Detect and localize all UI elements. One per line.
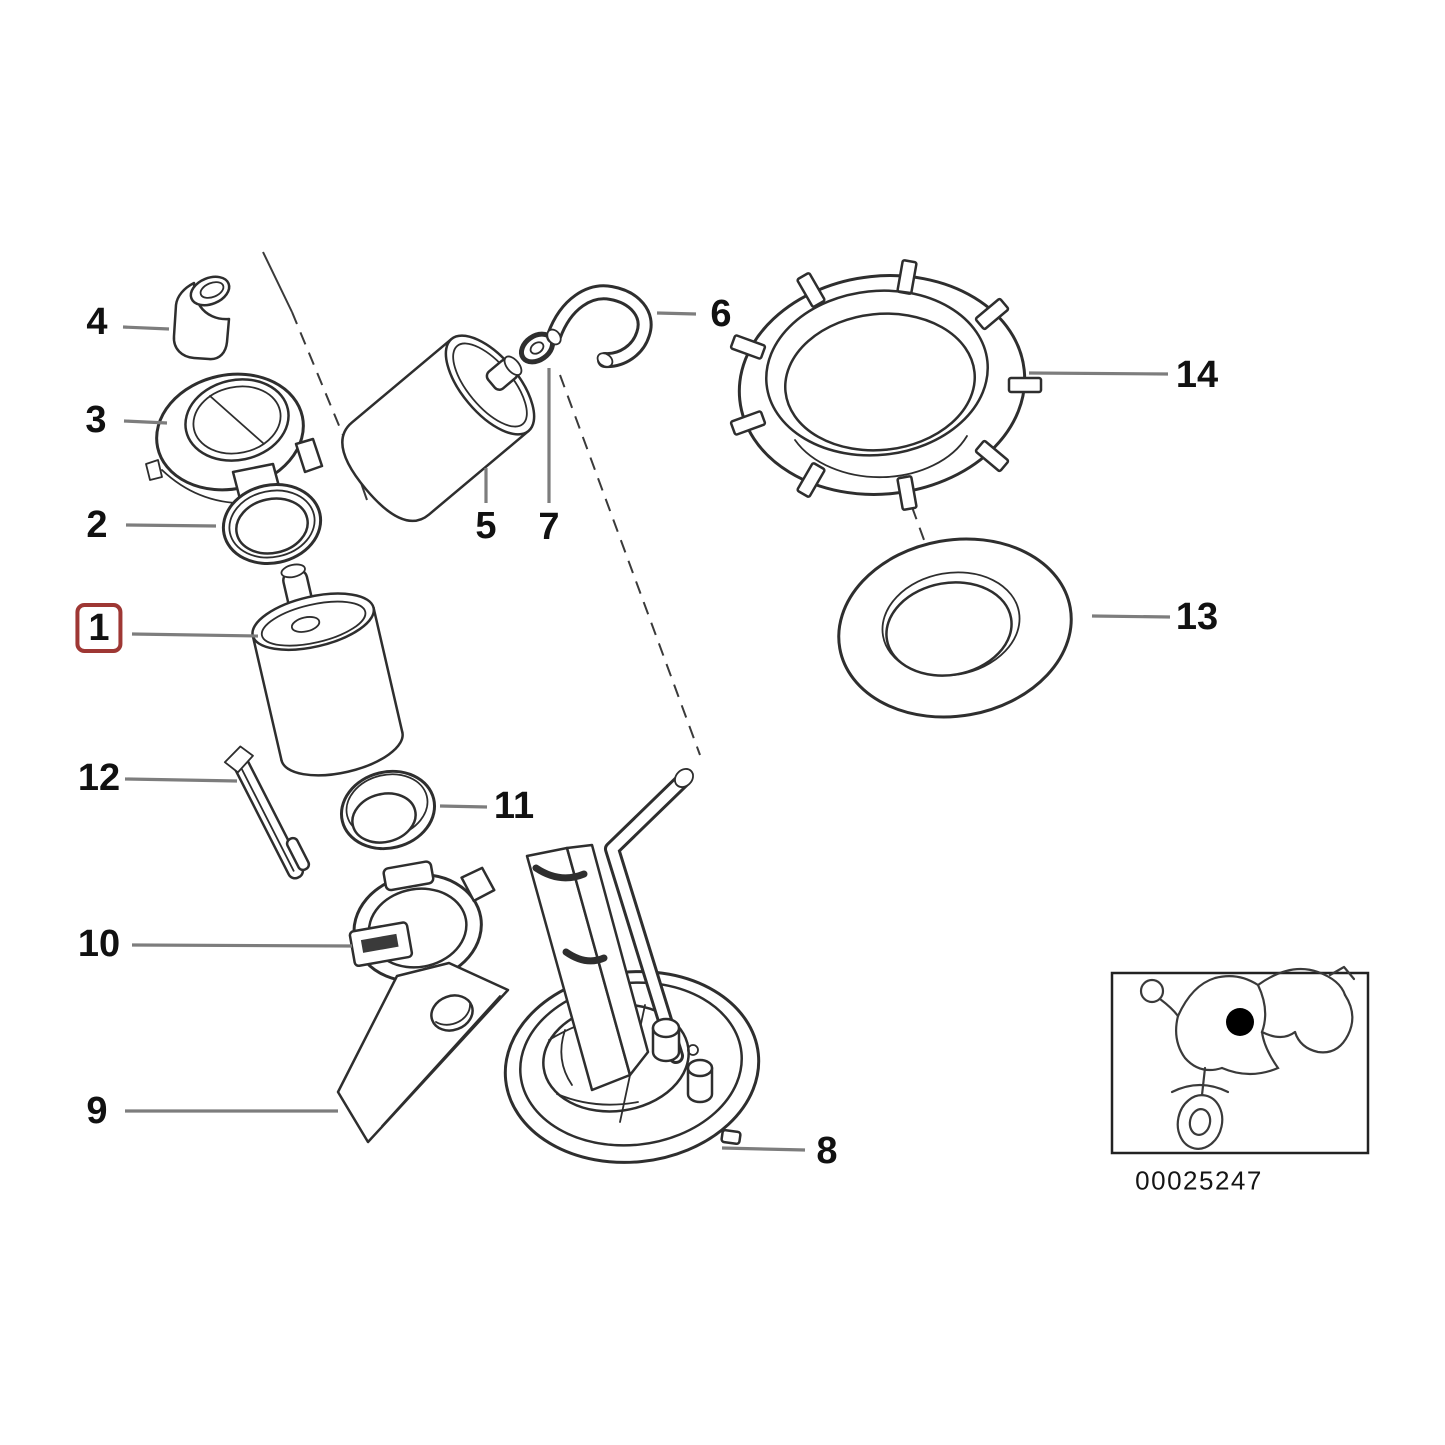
callout-13[interactable]: 13 [1175, 596, 1219, 638]
callout-3[interactable]: 3 [85, 399, 107, 441]
part-12-drawing [223, 745, 311, 880]
part-14-drawing [729, 259, 1043, 511]
part-11-drawing [339, 769, 437, 851]
callout-8[interactable]: 8 [816, 1130, 838, 1172]
callout-7[interactable]: 7 [538, 506, 560, 548]
part-8-drawing [503, 768, 761, 1164]
part-5-drawing [341, 334, 536, 523]
part-13-drawing [837, 537, 1073, 719]
callout-5[interactable]: 5 [475, 505, 497, 547]
tank-location-dot [1226, 1008, 1254, 1036]
callout-6[interactable]: 6 [710, 293, 732, 335]
part-2-drawing [221, 483, 323, 565]
image-code: 00025247 [1135, 1165, 1263, 1196]
part-10-drawing [348, 860, 496, 983]
part-1-drawing [251, 563, 404, 777]
part-6-drawing [546, 284, 653, 368]
mirror-icon [1139, 978, 1165, 1004]
callout-12[interactable]: 12 [77, 757, 121, 799]
part-4-drawing [172, 275, 231, 361]
callout-14[interactable]: 14 [1175, 354, 1219, 396]
motorcycle-thumbnail [1110, 965, 1370, 1155]
part-9-drawing [336, 961, 510, 1144]
callout-4[interactable]: 4 [86, 301, 108, 343]
callout-1-selected[interactable]: 1 [75, 603, 123, 653]
leader-lines [122, 311, 1171, 1152]
callout-9[interactable]: 9 [86, 1090, 108, 1132]
part-3-drawing [145, 372, 324, 505]
callout-10[interactable]: 10 [77, 923, 121, 965]
callout-11[interactable]: 11 [493, 785, 535, 827]
callout-2[interactable]: 2 [86, 504, 108, 546]
